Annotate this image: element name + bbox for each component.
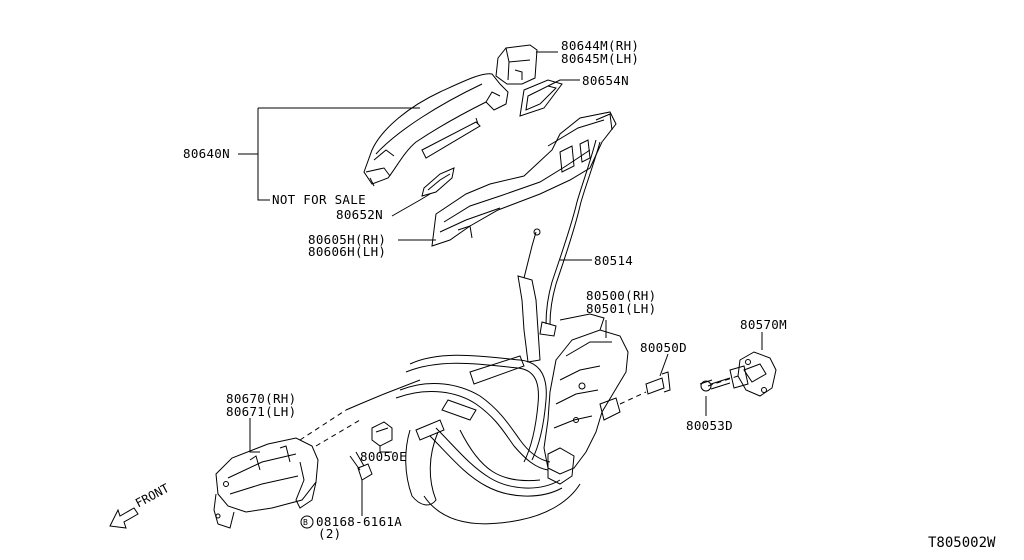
label-80654n: 80654N xyxy=(582,73,629,88)
label-80640n: 80640N xyxy=(183,146,230,161)
label-80514: 80514 xyxy=(594,253,634,268)
outside-handle-part xyxy=(363,73,509,187)
bolt-marker-letter: B xyxy=(303,518,309,527)
inside-handle-part xyxy=(213,437,319,529)
gasket-part xyxy=(519,79,563,117)
screw-80050d-part xyxy=(645,371,671,395)
label-bolt-qty: (2) xyxy=(318,526,342,541)
bolt-marker-icon xyxy=(300,515,314,529)
label-80652n: 80652N xyxy=(336,207,383,222)
label-bolt: 08168-6161A xyxy=(316,514,403,529)
dashed-leaders xyxy=(299,375,739,447)
label-80053d: 80053D xyxy=(686,418,733,433)
bolt-part xyxy=(349,451,373,510)
gasket-lower-part xyxy=(421,167,455,197)
label-80570m: 80570M xyxy=(740,317,787,332)
cable-slack xyxy=(423,429,581,525)
label-80501: 80501(LH) xyxy=(586,301,657,316)
handle-bracket-part xyxy=(431,111,617,247)
label-80050d: 80050D xyxy=(640,340,687,355)
label-80050e: 80050E xyxy=(360,449,407,464)
figure-id: T805002W xyxy=(928,535,996,551)
label-80606h: 80606H(LH) xyxy=(308,244,387,259)
outside-cable-part xyxy=(539,139,601,337)
handle-rod-part xyxy=(421,117,481,159)
screw-80053d-part xyxy=(699,377,731,392)
label-80671: 80671(LH) xyxy=(226,404,297,419)
label-leaders xyxy=(238,51,763,516)
label-80645m: 80645M(LH) xyxy=(561,51,640,66)
lock-rod-part xyxy=(517,228,541,363)
door-lock-actuator-part xyxy=(543,313,629,485)
label-80605h: 80605H(RH) xyxy=(308,232,387,247)
striker-part xyxy=(729,351,777,397)
handle-cap-part xyxy=(495,44,538,85)
label-not-for-sale: NOT FOR SALE xyxy=(272,192,366,207)
label-80670: 80670(RH) xyxy=(226,391,297,406)
inside-cables-part xyxy=(345,354,563,506)
front-arrow-icon xyxy=(109,507,139,529)
label-80500: 80500(RH) xyxy=(586,288,657,303)
label-80644m: 80644M(RH) xyxy=(561,38,640,53)
clip-part xyxy=(371,421,393,447)
